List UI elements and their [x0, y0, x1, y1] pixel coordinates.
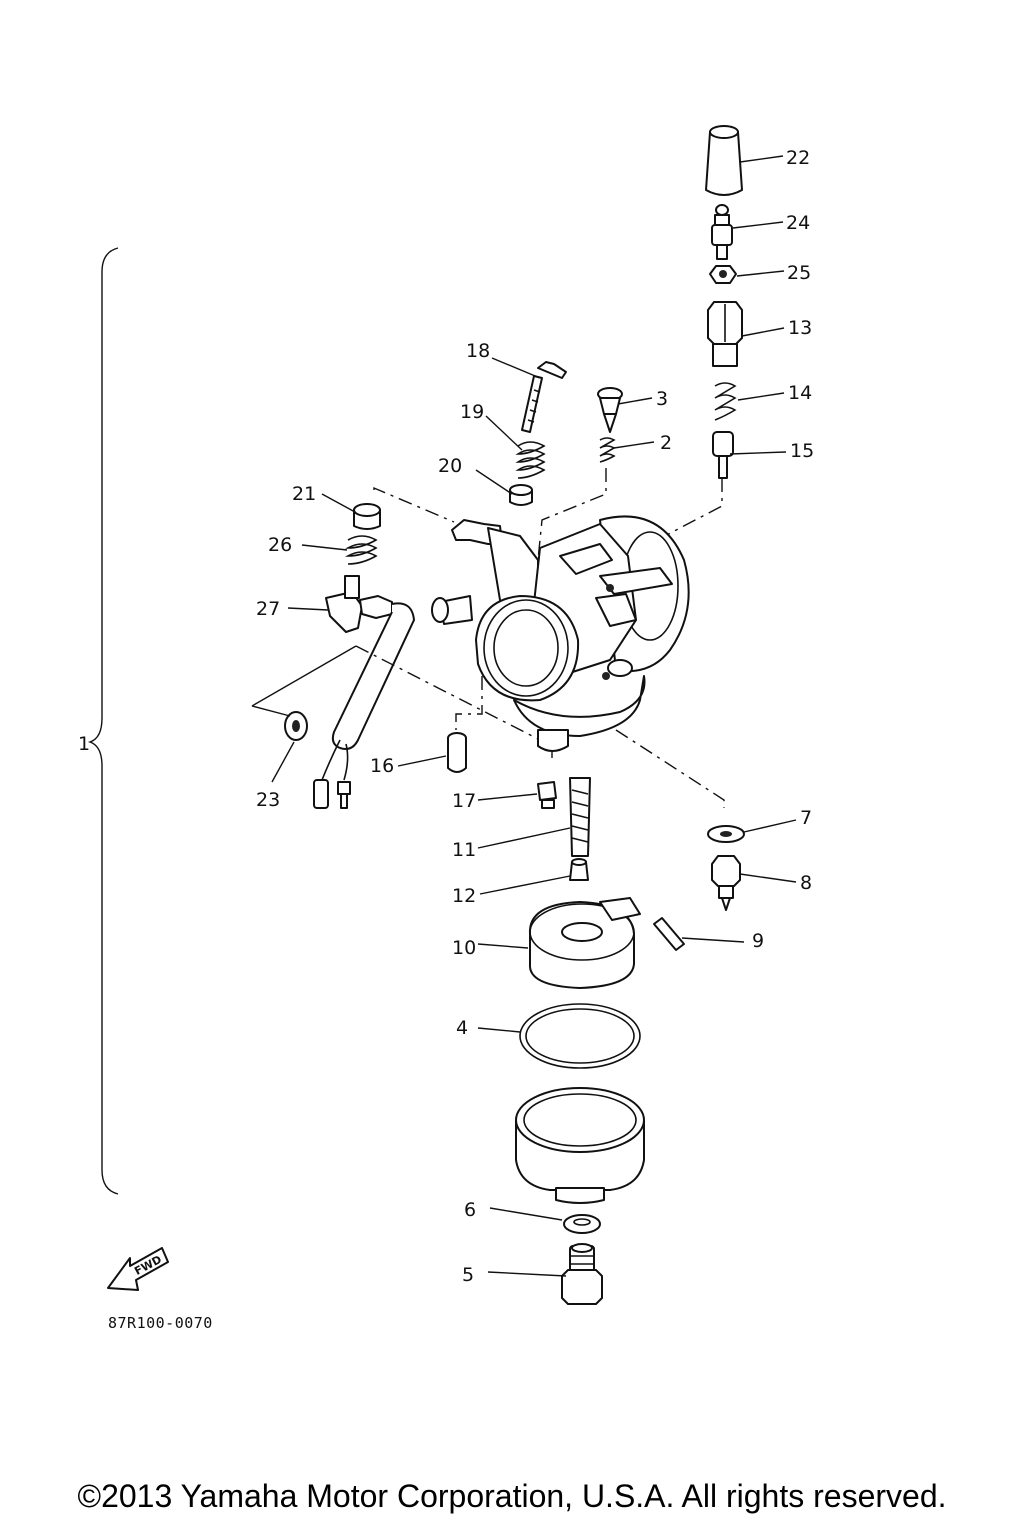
part-16-jet: [447, 732, 467, 773]
callout-7: 7: [800, 807, 812, 829]
callout-8: 8: [800, 872, 812, 894]
diagram-reference-code: 87R100-0070: [108, 1314, 213, 1332]
part-22-choke-knob: [705, 125, 743, 196]
callout-23: 23: [256, 789, 280, 811]
callout-26: 26: [268, 534, 292, 556]
callout-20: 20: [438, 455, 462, 477]
part-8-needle-valve: [711, 855, 741, 911]
carburetor-body: [431, 515, 690, 752]
part-19-spring: [515, 441, 546, 479]
part-5-drain-bolt: [561, 1243, 603, 1305]
callout-13: 13: [788, 317, 812, 339]
part-18-throttle-stop-screw: [521, 361, 567, 433]
part-7-washer: [707, 825, 745, 843]
part-20-collar: [509, 484, 533, 506]
callout-2: 2: [660, 432, 672, 454]
part-21-cap: [353, 503, 381, 530]
callout-18: 18: [466, 340, 490, 362]
callout-14: 14: [788, 382, 812, 404]
callout-25: 25: [787, 262, 811, 284]
part-13-starter-body: [707, 301, 743, 367]
part-3-pilot-screw: [597, 387, 623, 433]
part-4-gasket: [519, 1003, 641, 1069]
callout-11: 11: [452, 839, 476, 861]
part-14-spring: [714, 382, 737, 421]
part-15-plunger-tip: [712, 431, 734, 479]
callout-5: 5: [462, 1264, 474, 1286]
callout-1: 1: [78, 733, 90, 755]
callout-4: 4: [456, 1017, 468, 1039]
callout-3: 3: [656, 388, 668, 410]
callout-6: 6: [464, 1199, 476, 1221]
part-24-starter-plunger: [711, 204, 733, 260]
callout-12: 12: [452, 885, 476, 907]
part-17-screw: [537, 781, 557, 809]
part-27-sensor-lead: [313, 575, 415, 809]
part-12-main-jet: [569, 858, 589, 881]
callout-24: 24: [786, 212, 810, 234]
float-bowl: [515, 1087, 645, 1204]
part-25-nut: [709, 265, 737, 284]
part-9-float-pin: [653, 917, 685, 951]
callout-21: 21: [292, 483, 316, 505]
fwd-arrow-icon: FWD: [107, 1247, 169, 1291]
part-26-spring: [344, 535, 378, 565]
assembly-bracket: [87, 247, 119, 1195]
callout-22: 22: [786, 147, 810, 169]
callout-9: 9: [752, 930, 764, 952]
part-11-needle-jet: [569, 777, 591, 857]
part-23-washer: [284, 711, 308, 741]
part-10-float: [528, 897, 641, 989]
callout-10: 10: [452, 937, 476, 959]
part-2-spring: [599, 437, 616, 463]
callout-19: 19: [460, 401, 484, 423]
callout-17: 17: [452, 790, 476, 812]
part-6-washer: [563, 1214, 601, 1234]
copyright-notice: ©2013 Yamaha Motor Corporation, U.S.A. A…: [77, 1478, 947, 1514]
callout-15: 15: [790, 440, 814, 462]
callout-27: 27: [256, 598, 280, 620]
callout-16: 16: [370, 755, 394, 777]
